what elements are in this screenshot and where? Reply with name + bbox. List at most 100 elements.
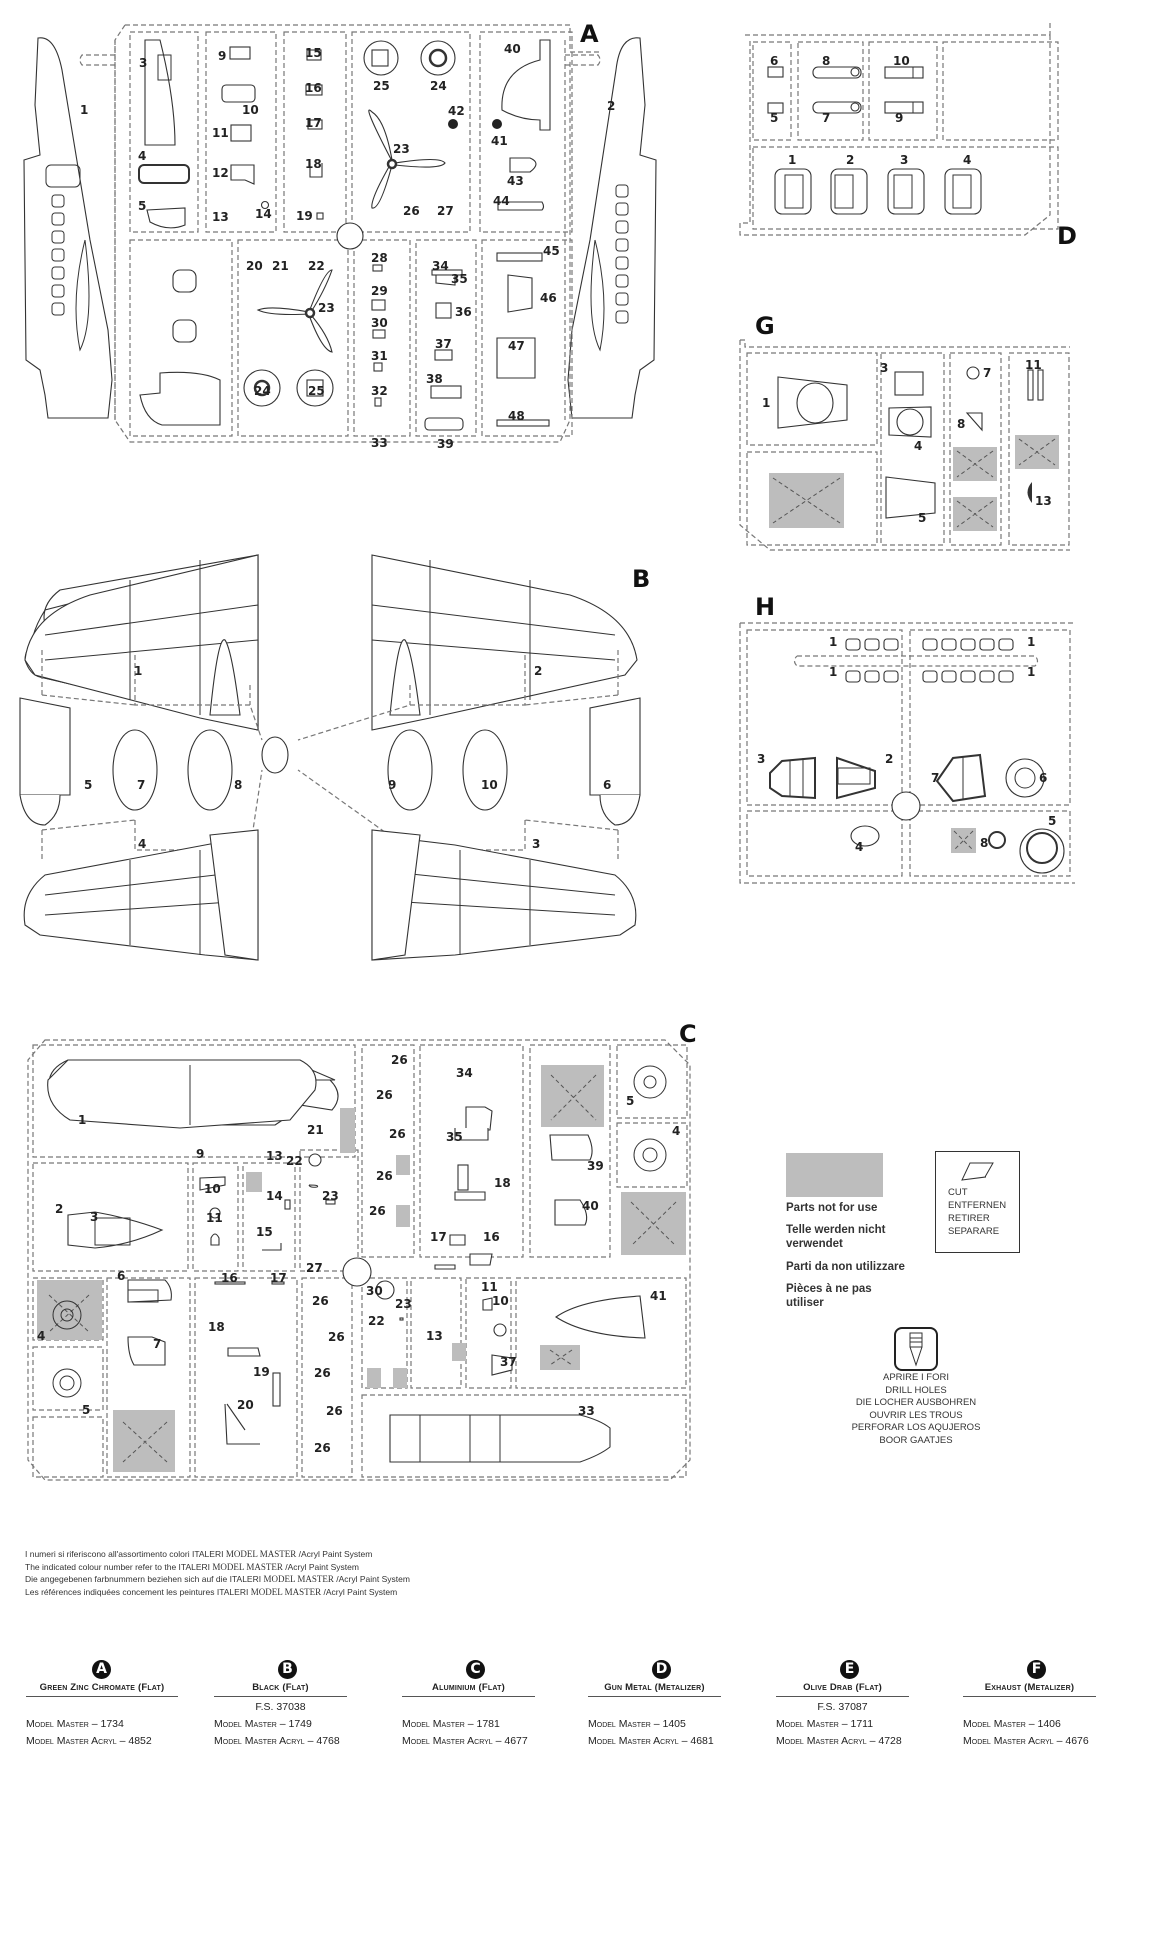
part-label: 1 <box>1027 635 1036 649</box>
part-label: 2 <box>885 752 894 766</box>
part-label: 3 <box>880 361 889 375</box>
note-text: /Acryl Paint System <box>336 1574 410 1585</box>
fuselage-half-1 <box>23 37 116 420</box>
not-for-use-fr: Pièces à ne pas utiliser <box>786 1283 872 1309</box>
part-label: 19 <box>253 1365 270 1379</box>
part-label: 44 <box>493 194 510 208</box>
part-label: 14 <box>266 1189 283 1203</box>
part-label: 46 <box>540 291 557 305</box>
part-label: 14 <box>255 207 272 221</box>
part-label: 23 <box>393 142 410 156</box>
part-label: 26 <box>376 1088 393 1102</box>
part-label: 39 <box>587 1159 604 1173</box>
part-label: 10 <box>893 54 910 68</box>
part-label: 32 <box>371 384 388 398</box>
note-text: /Acryl Paint System <box>298 1549 373 1559</box>
part-label: 15 <box>305 46 322 60</box>
cut-label-de: ENTFERNEN <box>948 1200 1007 1211</box>
color-code-badge: F <box>1027 1660 1046 1679</box>
sprue-c-parts <box>27 1039 691 1481</box>
part-label: 26 <box>389 1127 406 1141</box>
cut-label-fr: RETIRER <box>948 1213 990 1224</box>
part-label: 1 <box>80 103 89 117</box>
note-text: /Acryl Paint System <box>323 1586 398 1597</box>
model-master-acryl-code: Model Master Acryl – 4676 <box>963 1735 1089 1747</box>
part-label: 4 <box>963 153 972 167</box>
sprue-b-letter: B <box>632 565 651 593</box>
sprue-b-parts <box>19 554 641 961</box>
part-label: 45 <box>543 244 560 258</box>
part-label: 9 <box>895 111 904 125</box>
part-label: 29 <box>371 284 388 298</box>
part-label: 4 <box>37 1329 46 1343</box>
fs-number: F.S. 37038 <box>255 1701 306 1713</box>
part-label: 11 <box>1025 358 1042 372</box>
part-label: 2 <box>55 1202 64 1216</box>
note-text: I numeri si riferiscono all'assortimento… <box>25 1549 224 1559</box>
color-name: Exhaust (Metalizer) <box>963 1682 1096 1697</box>
part-label: 8 <box>822 54 831 68</box>
part-label: 1 <box>829 665 838 679</box>
drill-label-en: DRILL HOLES <box>885 1384 947 1396</box>
part-label: 1 <box>788 153 797 167</box>
part-label: 1 <box>134 664 143 678</box>
part-label: 23 <box>395 1297 412 1311</box>
part-label: 18 <box>494 1176 511 1190</box>
part-label: 5 <box>918 511 927 525</box>
note-text: /Acryl Paint System <box>285 1561 359 1572</box>
note-text: Die angegebenen farbnummern beziehen sic… <box>25 1574 262 1585</box>
part-label: 10 <box>481 778 498 792</box>
model-master-code: Model Master – 1781 <box>402 1718 500 1730</box>
part-label: 3 <box>900 153 909 167</box>
part-label: 21 <box>307 1123 324 1137</box>
part-label: 4 <box>672 1124 681 1138</box>
part-label: 26 <box>314 1441 331 1455</box>
drill-label-fr: OUVRIR LES TROUS <box>869 1409 963 1421</box>
sprue-g-letter: G <box>755 312 775 340</box>
color-name: Gun Metal (Metalizer) <box>588 1682 721 1697</box>
part-label: 3 <box>139 56 148 70</box>
sprue-g-parts <box>739 339 1070 551</box>
cut-label-en: CUT <box>948 1187 968 1198</box>
brand-logo: MODEL MASTER <box>263 1574 334 1585</box>
part-label: 21 <box>272 259 289 273</box>
color-code-badge: D <box>652 1660 671 1679</box>
part-label: 13 <box>1035 494 1052 508</box>
part-label: 17 <box>270 1271 287 1285</box>
part-label: 17 <box>305 116 322 130</box>
model-master-code: Model Master – 1405 <box>588 1718 686 1730</box>
part-label: 7 <box>983 366 992 380</box>
part-label: 34 <box>456 1066 473 1080</box>
part-label: 26 <box>314 1366 331 1380</box>
part-label: 40 <box>504 42 521 56</box>
part-label: 4 <box>914 439 923 453</box>
cut-knife-icon <box>961 1162 994 1181</box>
not-for-use-swatch <box>786 1153 883 1197</box>
part-label: 37 <box>435 337 452 351</box>
part-label: 26 <box>403 204 420 218</box>
part-label: 35 <box>451 272 468 286</box>
part-label: 8 <box>234 778 243 792</box>
model-master-acryl-code: Model Master Acryl – 4677 <box>402 1735 528 1747</box>
part-label: 22 <box>308 259 325 273</box>
part-label: 7 <box>931 771 940 785</box>
model-master-acryl-code: Model Master Acryl – 4852 <box>26 1735 152 1747</box>
part-label: 7 <box>153 1337 162 1351</box>
part-label: 20 <box>237 1398 254 1412</box>
color-code-badge: E <box>840 1660 859 1679</box>
sprue-h-parts <box>739 622 1075 884</box>
note-text: Les références indiquées concement les p… <box>25 1586 249 1597</box>
drill-label-it: APRIRE I FORI <box>883 1372 949 1383</box>
paint-note: Die angegebenen farbnummern beziehen sic… <box>25 1573 410 1586</box>
sprue-d-letter: D <box>1057 222 1077 250</box>
color-code-badge: C <box>466 1660 485 1679</box>
brand-logo: MODEL MASTER <box>212 1561 283 1572</box>
sprue-h-letter: H <box>755 593 776 621</box>
part-label: 33 <box>371 436 388 450</box>
part-label: 17 <box>430 1230 447 1244</box>
part-label: 25 <box>308 384 325 398</box>
part-label: 30 <box>366 1284 383 1298</box>
part-label: 1 <box>762 396 771 410</box>
part-label: 40 <box>582 1199 599 1213</box>
part-label: 16 <box>483 1230 500 1244</box>
